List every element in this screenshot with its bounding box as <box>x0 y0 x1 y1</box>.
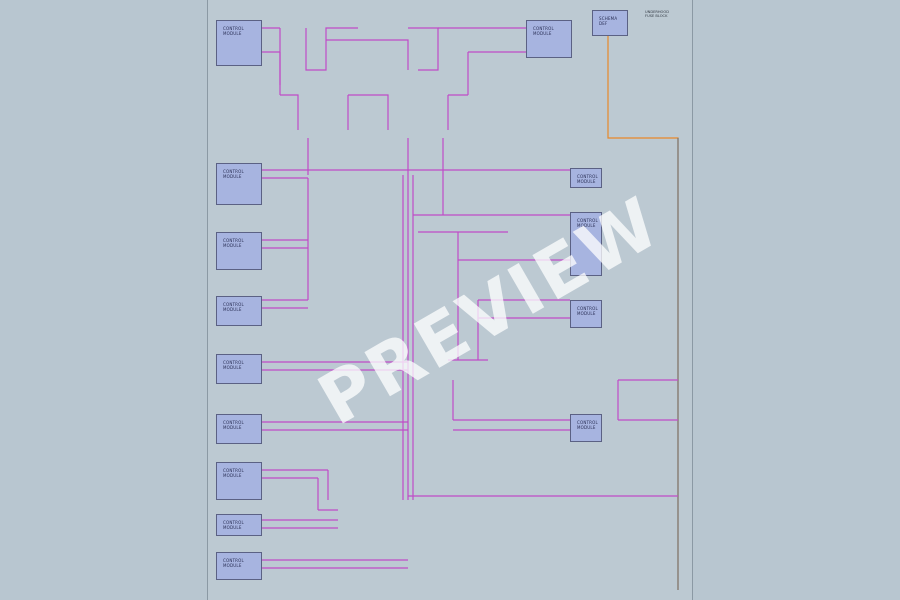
module-label: CONTROL MODULE <box>577 420 598 430</box>
fuse-block: SCHEMA DEF <box>592 10 628 36</box>
wire <box>408 27 439 71</box>
module-label: CONTROL MODULE <box>223 26 244 36</box>
module-label: CONTROL MODULE <box>577 174 598 184</box>
module-label: CONTROL MODULE <box>577 306 598 316</box>
module-label: CONTROL MODULE <box>223 169 244 179</box>
wire <box>326 39 409 70</box>
module-left-4: CONTROL MODULE <box>216 296 262 326</box>
module-label: CONTROL MODULE <box>223 558 244 568</box>
module-left-8: CONTROL MODULE <box>216 514 262 536</box>
wiring-diagram <box>260 27 679 590</box>
schematic-sheet: CONTROL MODULE CONTROL MODULE CONTROL MODU… <box>207 0 693 600</box>
module-right-4: CONTROL MODULE <box>570 414 602 442</box>
module-left-5: CONTROL MODULE <box>216 354 262 384</box>
module-left-1: CONTROL MODULE <box>216 20 262 66</box>
wire <box>280 94 299 130</box>
module-left-2: CONTROL MODULE <box>216 163 262 205</box>
module-right-1: CONTROL MODULE <box>570 168 602 188</box>
module-label: CONTROL MODULE <box>223 302 244 312</box>
wire <box>348 94 389 130</box>
module-right-top: CONTROL MODULE <box>526 20 572 58</box>
module-label: CONTROL MODULE <box>223 238 244 248</box>
power-wire <box>607 34 679 590</box>
module-label: CONTROL MODULE <box>577 218 598 228</box>
module-left-9: CONTROL MODULE <box>216 552 262 580</box>
module-label: CONTROL MODULE <box>223 420 244 430</box>
module-label: CONTROL MODULE <box>223 360 244 370</box>
module-label: CONTROL MODULE <box>533 26 554 36</box>
fuse-block-caption: UNDERHOOD FUSE BLOCK <box>645 10 669 19</box>
fuse-block-label: SCHEMA DEF <box>599 16 618 26</box>
module-left-3: CONTROL MODULE <box>216 232 262 270</box>
module-left-7: CONTROL MODULE <box>216 462 262 500</box>
module-right-3: CONTROL MODULE <box>570 300 602 328</box>
module-right-2: CONTROL MODULE <box>570 212 602 276</box>
wire <box>305 27 358 71</box>
module-label: CONTROL MODULE <box>223 520 244 530</box>
module-left-6: CONTROL MODULE <box>216 414 262 444</box>
module-label: CONTROL MODULE <box>223 468 244 478</box>
